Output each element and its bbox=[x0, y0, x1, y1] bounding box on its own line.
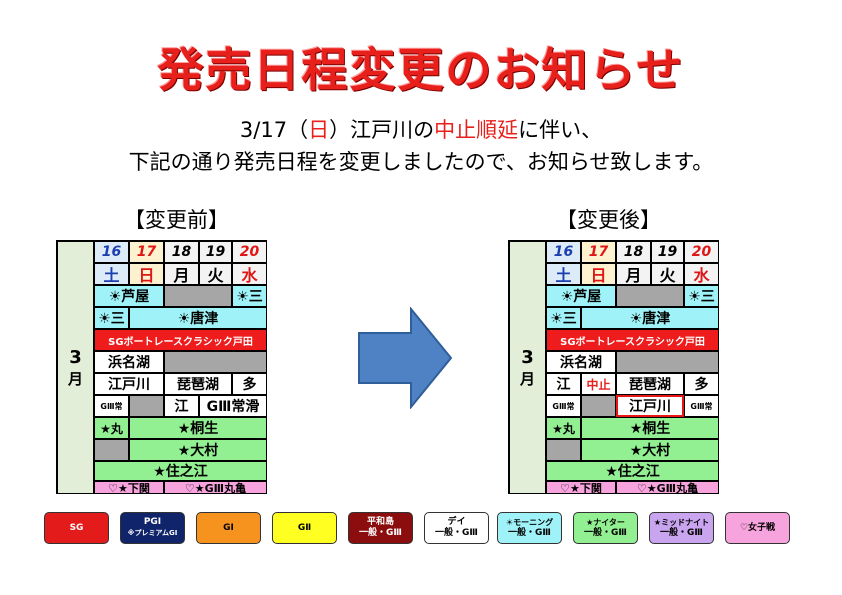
day-date: 18 bbox=[164, 241, 199, 263]
race-omura: ★大村 bbox=[129, 439, 267, 461]
race-g3-small: GⅢ常 bbox=[94, 395, 129, 417]
race-sg-toda: SGボートレースクラシック戸田 bbox=[94, 329, 267, 351]
no-race bbox=[164, 285, 232, 307]
race-kiryu: ★桐生 bbox=[129, 417, 267, 439]
day-date: 19 bbox=[199, 241, 232, 263]
race-edogawa-short: 江 bbox=[164, 395, 199, 417]
legend-heiwajima: 平和島一般・GⅢ bbox=[348, 512, 413, 544]
legend-night: ★ナイター一般・GⅢ bbox=[573, 512, 638, 544]
race-g3-small: GⅢ常 bbox=[684, 395, 719, 417]
no-race bbox=[129, 395, 164, 417]
race-biwako: 琵琶湖 bbox=[616, 373, 684, 395]
race-sanku: ☀三 bbox=[232, 285, 267, 307]
legend-midnight: ★ミッドナイト一般・GⅢ bbox=[649, 512, 714, 544]
day-weekday: 水 bbox=[232, 263, 267, 285]
day-weekday: 日 bbox=[581, 263, 616, 285]
cancel-status: 中止順延 bbox=[434, 118, 519, 142]
no-race bbox=[616, 285, 684, 307]
day-weekday: 日 bbox=[129, 263, 164, 285]
race-g3-tokoname: GⅢ常滑 bbox=[199, 395, 267, 417]
race-suminoe: ★住之江 bbox=[546, 461, 719, 481]
race-kiryu: ★桐生 bbox=[581, 417, 719, 439]
race-biwako: 琵琶湖 bbox=[164, 373, 232, 395]
legend-morning: ☀モーニング一般・GⅢ bbox=[497, 512, 562, 544]
race-edogawa-rescheduled: 江戸川 bbox=[616, 395, 684, 417]
day-weekday: 土 bbox=[94, 263, 129, 285]
legend-women: ♡女子戦 bbox=[725, 512, 790, 544]
race-g3-marugame: ♡★GⅢ丸亀 bbox=[164, 481, 267, 494]
no-race bbox=[616, 351, 719, 373]
race-suminoe: ★住之江 bbox=[94, 461, 267, 481]
legend-g1: GⅠ bbox=[196, 512, 261, 544]
arrow-right-icon bbox=[358, 307, 453, 409]
legend-day: デイ一般・GⅢ bbox=[424, 512, 489, 544]
day-date: 20 bbox=[684, 241, 719, 263]
race-karatsu: ☀唐津 bbox=[129, 307, 267, 329]
race-g3-small: GⅢ常 bbox=[546, 395, 581, 417]
race-ashiya: ☀芦屋 bbox=[94, 285, 164, 307]
day-date: 17 bbox=[581, 241, 616, 263]
day-date: 19 bbox=[651, 241, 684, 263]
race-hamanako: 浜名湖 bbox=[546, 351, 616, 373]
race-edogawa: 江戸川 bbox=[94, 373, 164, 395]
no-race bbox=[94, 439, 129, 461]
race-edogawa-short: 江 bbox=[546, 373, 581, 395]
race-ashiya: ☀芦屋 bbox=[546, 285, 616, 307]
legend-g2: GⅡ bbox=[272, 512, 337, 544]
day-weekday: 水 bbox=[684, 263, 719, 285]
day-weekday: 火 bbox=[199, 263, 232, 285]
no-race bbox=[546, 439, 581, 461]
legend-sg: SG bbox=[44, 512, 109, 544]
day-date: 16 bbox=[546, 241, 581, 263]
race-omura: ★大村 bbox=[581, 439, 719, 461]
day-weekday: 月 bbox=[164, 263, 199, 285]
race-g3-marugame: ♡★GⅢ丸亀 bbox=[616, 481, 719, 494]
day-weekday: 火 bbox=[651, 263, 684, 285]
no-race bbox=[581, 395, 616, 417]
notice-line-2: 下記の通り発売日程を変更しましたので、お知らせ致します。 bbox=[128, 150, 714, 174]
race-marugame-short: ★丸 bbox=[546, 417, 581, 439]
no-race bbox=[164, 351, 267, 373]
race-marugame-short: ★丸 bbox=[94, 417, 129, 439]
race-sanku: ☀三 bbox=[546, 307, 581, 329]
race-shimonoseki: ♡★下関 bbox=[546, 481, 616, 494]
notice-line-1: 3/17（日）江戸川の中止順延に伴い、 bbox=[239, 118, 603, 142]
day-date: 16 bbox=[94, 241, 129, 263]
race-sanku: ☀三 bbox=[94, 307, 129, 329]
race-shimonoseki: ♡★下関 bbox=[94, 481, 164, 494]
race-tama: 多 bbox=[232, 373, 267, 395]
race-karatsu: ☀唐津 bbox=[581, 307, 719, 329]
legend-pg1: PGⅠ※プレミアムGⅠ bbox=[120, 512, 185, 544]
race-sg-toda: SGボートレースクラシック戸田 bbox=[546, 329, 719, 351]
day-date: 18 bbox=[616, 241, 651, 263]
day-date: 17 bbox=[129, 241, 164, 263]
race-tama: 多 bbox=[684, 373, 719, 395]
after-heading: 【変更後】 bbox=[556, 208, 661, 232]
day-weekday: 土 bbox=[546, 263, 581, 285]
day-weekday: 月 bbox=[616, 263, 651, 285]
day-date: 20 bbox=[232, 241, 267, 263]
before-heading: 【変更前】 bbox=[124, 208, 229, 232]
page-title: 発売日程変更のお知らせ bbox=[157, 43, 685, 97]
race-sanku: ☀三 bbox=[684, 285, 719, 307]
cancel-badge: 中止 bbox=[581, 373, 616, 395]
race-hamanako: 浜名湖 bbox=[94, 351, 164, 373]
